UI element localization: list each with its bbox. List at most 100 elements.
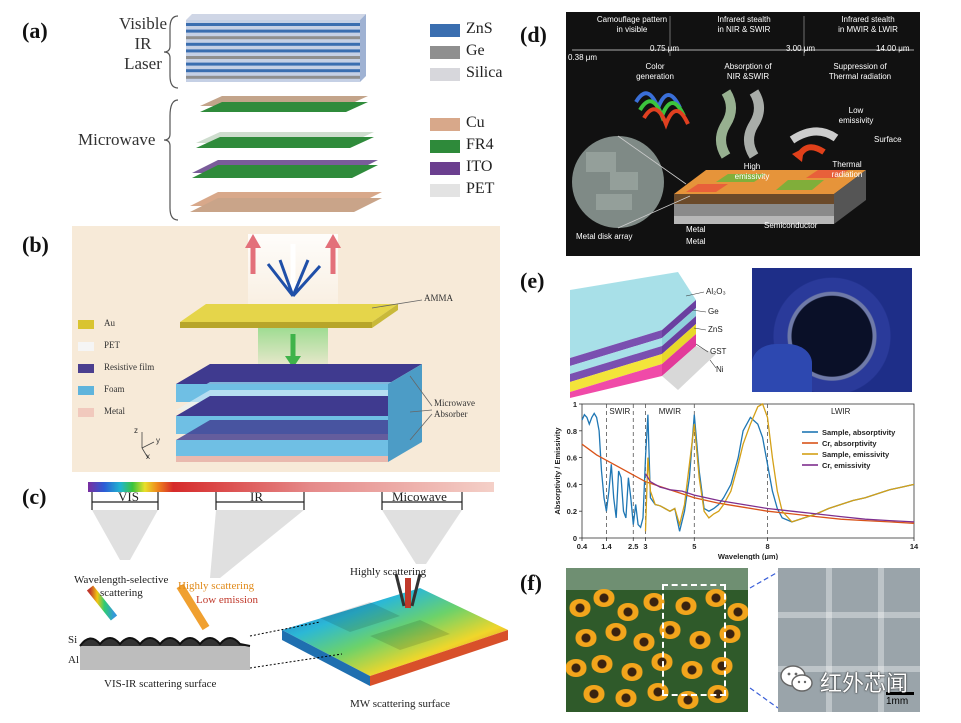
header-visible-line-2: in visible <box>616 25 648 34</box>
subtitle-color-line-2: generation <box>636 72 674 81</box>
series-line <box>644 473 915 523</box>
x-tick-label: 0.4 <box>577 542 588 551</box>
subtitle-absorption-line-2: NIR &SWIR <box>726 72 770 81</box>
flower <box>566 659 587 677</box>
stack-label-al2o3: Al₂O₃ <box>706 287 726 296</box>
panel-d-diagram <box>572 16 914 229</box>
wafer-photo <box>752 268 912 392</box>
axis-x-label: x <box>146 452 150 461</box>
stack-stripe <box>186 62 360 66</box>
legend-a-label-ge: Ge <box>466 42 485 59</box>
legend-b-label-resistive: Resistive film <box>104 362 155 372</box>
panel-a-group-bottom: Microwave <box>78 130 156 149</box>
tick-038: 0.38 μm <box>568 53 598 62</box>
wechat-icon <box>780 665 813 692</box>
legend-a-swatch-pet <box>430 184 460 197</box>
scale-bar <box>886 692 914 695</box>
label-low-emissivity-word: emissivity <box>838 116 874 125</box>
legend-a-swatch-cu <box>430 118 460 131</box>
panel-c-label: (c) <box>22 484 47 509</box>
wafer-glove <box>752 344 812 392</box>
label-high-emissivity: High emissivity <box>728 162 776 182</box>
x-tick-label: 8 <box>765 542 769 551</box>
caption-vis-ir: VIS-IR scattering surface <box>104 678 217 690</box>
label-thermal: Thermal <box>832 160 862 169</box>
flower <box>675 597 697 615</box>
legend-a-label-silica: Silica <box>466 64 503 81</box>
stack-label-gst: GST <box>710 347 727 356</box>
zoom-lines <box>749 571 779 709</box>
legend-a-label-ito: ITO <box>466 158 493 175</box>
region-label: LWIR <box>831 407 851 416</box>
flower <box>569 599 591 617</box>
panel-e-stack <box>570 272 717 398</box>
label-metal-2: Metal <box>686 237 706 246</box>
label-metal-disk-array: Metal disk array <box>576 232 633 241</box>
flower <box>575 629 597 647</box>
band-ir: IR <box>250 489 263 504</box>
group-top-line-1: Visible <box>118 14 168 33</box>
callout-absorber-line-1: Microwave <box>434 398 475 408</box>
x-tick-label: 5 <box>692 542 696 551</box>
label-high-emissivity-word: emissivity <box>734 172 770 181</box>
flower <box>615 689 637 707</box>
legend-b-item-pet: PET <box>78 340 198 354</box>
legend-b-swatch-metal <box>78 408 94 417</box>
header-mwir-line-2: in MWIR & LWIR <box>838 25 898 34</box>
panel-b-label: (b) <box>22 232 49 257</box>
flower <box>681 661 703 679</box>
panel-b-diagram <box>141 234 433 462</box>
y-tick-label: 1 <box>573 400 577 409</box>
y-tick-label: 0.4 <box>567 480 578 489</box>
flower <box>659 621 681 639</box>
stack-stripe <box>186 36 360 40</box>
legend-a-swatch-ge <box>430 46 460 59</box>
subtitle-suppression: Suppression of Thermal radiation <box>810 62 910 82</box>
text-low-emission: Low emission <box>196 594 259 606</box>
axis-y-label: y <box>156 436 160 445</box>
legend-a-label-cu: Cu <box>466 114 485 131</box>
series-line <box>644 403 915 532</box>
legend-b-label-pet: PET <box>104 340 121 350</box>
callout-microwave-absorber: Microwave Absorber <box>434 398 475 420</box>
legend-b-label-au: Au <box>104 318 115 328</box>
panel-e-label: (e) <box>520 268 545 293</box>
stack-stripe <box>186 69 360 73</box>
caption-mw: MW scattering surface <box>350 698 450 710</box>
tick-075: 0.75 μm <box>650 44 680 53</box>
flower <box>711 657 733 675</box>
x-tick-label: 1.4 <box>601 542 612 551</box>
legend-a-label-zns: ZnS <box>466 20 493 37</box>
flower <box>593 589 615 607</box>
label-low-emissivity: Low emissivity <box>832 106 880 126</box>
layer-al: Al <box>68 654 79 666</box>
legend-a-swatch-fr4 <box>430 140 460 153</box>
legend-label: Sample, absorptivity <box>822 428 896 437</box>
stack-label-ni: Ni <box>716 365 724 374</box>
header-nir-line-2: in NIR & SWIR <box>717 25 771 34</box>
label-radiation: radiation <box>831 170 863 179</box>
text-highly-scattering-right: Highly scattering <box>350 566 427 578</box>
legend-b-item-resistive: Resistive film <box>78 362 198 376</box>
flower <box>621 663 643 681</box>
group-top-line-3: Laser <box>124 54 162 73</box>
legend-b-swatch-resistive <box>78 364 94 373</box>
series-line <box>581 443 915 524</box>
legend-label: Cr, absorptivity <box>822 439 877 448</box>
y-tick-label: 0.2 <box>567 507 577 516</box>
panel-a-group-top: Visible IR Laser <box>108 14 178 74</box>
legend-b-swatch-pet <box>78 342 94 351</box>
label-metal-1: Metal <box>686 225 706 234</box>
watermark: 红外芯闻 <box>780 664 948 696</box>
x-tick-label: 3 <box>643 542 647 551</box>
plot-frame <box>581 403 915 539</box>
flower <box>591 655 613 673</box>
panel-a-diagram <box>163 14 382 221</box>
subtitle-suppression-line-2: Thermal radiation <box>828 72 892 81</box>
text-highly-scattering-left: Highly scattering <box>178 580 255 592</box>
header-visible: Camouflage pattern in visible <box>584 15 680 35</box>
callout-absorber-line-2: Absorber <box>434 409 468 419</box>
stack-stripe <box>186 42 360 46</box>
label-high: High <box>743 162 761 171</box>
